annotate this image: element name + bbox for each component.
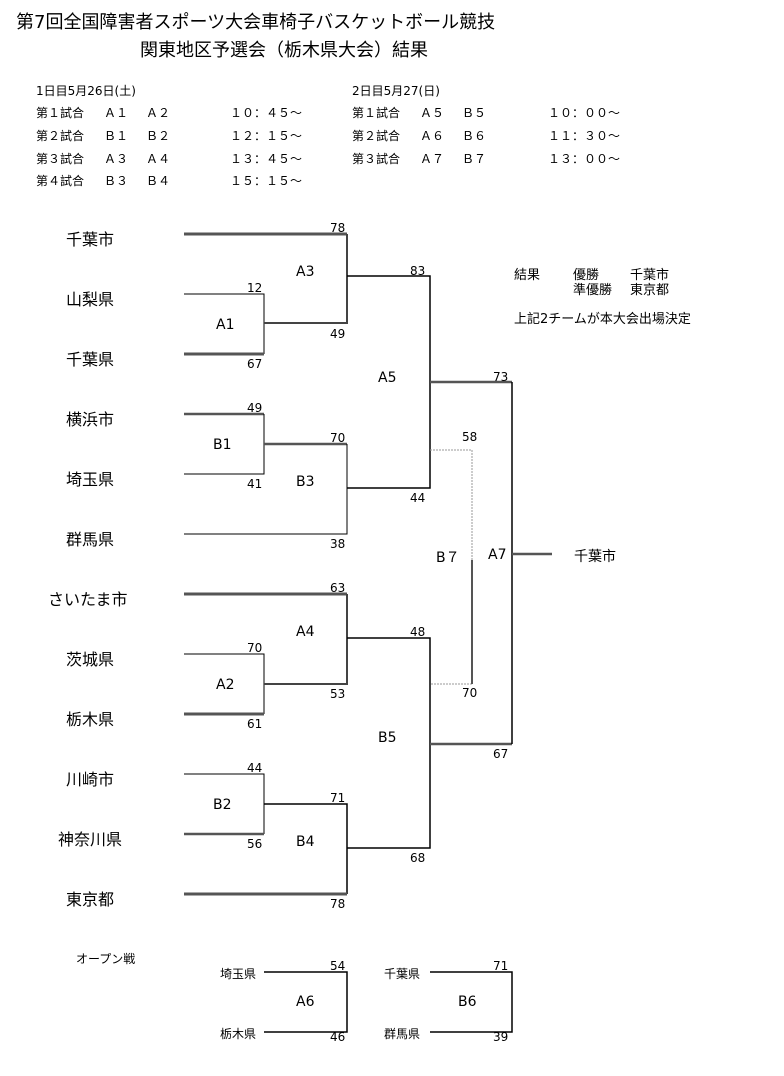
day1-game-code: Ｂ３ — [104, 174, 129, 188]
game-label: A7 — [488, 547, 507, 563]
day2-game-time: １３：００～ — [548, 152, 621, 166]
game-score: 38 — [330, 537, 346, 551]
game-label: A5 — [378, 370, 397, 386]
team-name: 横浜市 — [66, 410, 115, 429]
game-score: 41 — [247, 477, 263, 491]
game-score: 70 — [462, 686, 478, 700]
open-team-name: 群馬県 — [384, 1027, 421, 1041]
open-score: 71 — [493, 959, 509, 973]
game-score: 83 — [410, 264, 426, 278]
game-score: 78 — [330, 221, 346, 235]
game-score: 44 — [247, 761, 263, 775]
day2-game-code: Ａ７ — [420, 152, 445, 166]
open-game-label: A6 — [296, 994, 315, 1010]
day2-game-time: １１：３０～ — [548, 129, 621, 143]
day1-game-code: Ｂ１ — [104, 129, 129, 143]
day2-game-time: １０：００～ — [548, 106, 621, 120]
day1-game-label: 第４試合 — [36, 174, 85, 188]
page-title-line2: 関東地区予選会（栃木県大会）結果 — [140, 40, 428, 61]
game-label: A4 — [296, 624, 315, 640]
day1-game-code2: Ｂ４ — [146, 174, 171, 188]
day2-heading: 2日目5月27(日) — [352, 84, 440, 98]
day1-game-code2: Ｂ２ — [146, 129, 171, 143]
open-team-name: 千葉県 — [384, 967, 421, 981]
game-label: B2 — [213, 797, 232, 813]
open-score: 46 — [330, 1030, 346, 1044]
game-label: B3 — [296, 474, 315, 490]
day1-game-time: １５：１５～ — [230, 174, 303, 188]
day2-game-code2: Ｂ７ — [462, 152, 487, 166]
day1-game-label: 第３試合 — [36, 152, 85, 166]
game-label: B1 — [213, 437, 232, 453]
team-name: 山梨県 — [66, 290, 115, 309]
team-name: 川崎市 — [66, 770, 115, 789]
day1-game-code2: Ａ２ — [146, 106, 171, 120]
game-label: B5 — [378, 730, 397, 746]
game-label: A3 — [296, 264, 315, 280]
day2-game-code: Ａ６ — [420, 129, 445, 143]
team-name: 栃木県 — [66, 710, 115, 729]
page-title-line1: 第7回全国障害者スポーツ大会車椅子バスケットボール競技 — [16, 12, 496, 33]
team-name: 群馬県 — [66, 530, 115, 549]
open-score: 54 — [330, 959, 346, 973]
day1-game-label: 第１試合 — [36, 106, 85, 120]
open-team-name: 栃木県 — [220, 1027, 257, 1041]
game-score: 48 — [410, 625, 426, 639]
game-score: 70 — [247, 641, 263, 655]
day1-heading: 1日目5月26日(土) — [36, 84, 136, 98]
game-score: 44 — [410, 491, 426, 505]
day1-game-code: Ａ１ — [104, 106, 129, 120]
team-name: 東京都 — [66, 890, 115, 909]
game-score: 53 — [330, 687, 346, 701]
game-score: 49 — [330, 327, 346, 341]
game-score: 70 — [330, 431, 346, 445]
team-name: 千葉市 — [66, 230, 115, 249]
day2-game-label: 第１試合 — [352, 106, 401, 120]
team-name: 埼玉県 — [66, 470, 115, 489]
game-score: 78 — [330, 897, 346, 911]
day2-game-label: 第３試合 — [352, 152, 401, 166]
result-team: 東京都 — [630, 283, 670, 298]
game-score: 63 — [330, 581, 346, 595]
result-team: 千葉市 — [630, 268, 670, 283]
day1-game-time: １２：１５～ — [230, 129, 303, 143]
day1-game-time: １０：４５～ — [230, 106, 303, 120]
result-label: 結果 — [514, 268, 541, 283]
open-score: 39 — [493, 1030, 509, 1044]
day1-game-label: 第２試合 — [36, 129, 85, 143]
game-score: 67 — [247, 357, 263, 371]
team-name: 神奈川県 — [58, 830, 123, 849]
game-score: 56 — [247, 837, 263, 851]
team-name: さいたま市 — [48, 590, 128, 609]
day2-game-code: Ａ５ — [420, 106, 445, 120]
game-score: 73 — [493, 370, 509, 384]
game-label: B７ — [436, 550, 460, 566]
day1-game-code: Ａ３ — [104, 152, 129, 166]
game-score: 58 — [462, 430, 478, 444]
open-game-label: B6 — [458, 994, 477, 1010]
open-team-name: 埼玉県 — [220, 967, 257, 981]
result-note: 上記2チームが本大会出場決定 — [514, 312, 691, 327]
game-score: 67 — [493, 747, 509, 761]
game-score: 49 — [247, 401, 263, 415]
champion-name: 千葉市 — [574, 549, 616, 565]
game-score: 71 — [330, 791, 346, 805]
game-score: 61 — [247, 717, 263, 731]
day2-game-code2: Ｂ６ — [462, 129, 487, 143]
day2-game-label: 第２試合 — [352, 129, 401, 143]
game-score: 12 — [247, 281, 263, 295]
day2-game-code2: Ｂ５ — [462, 106, 487, 120]
team-name: 茨城県 — [66, 650, 115, 669]
day1-game-time: １３：４５～ — [230, 152, 303, 166]
game-label: A1 — [216, 317, 235, 333]
result-rank: 準優勝 — [573, 283, 613, 298]
result-rank: 優勝 — [573, 268, 600, 283]
game-label: B4 — [296, 834, 315, 850]
day1-game-code2: Ａ４ — [146, 152, 171, 166]
game-score: 68 — [410, 851, 426, 865]
game-label: A2 — [216, 677, 235, 693]
open-heading: オープン戦 — [76, 952, 136, 966]
team-name: 千葉県 — [66, 350, 115, 369]
